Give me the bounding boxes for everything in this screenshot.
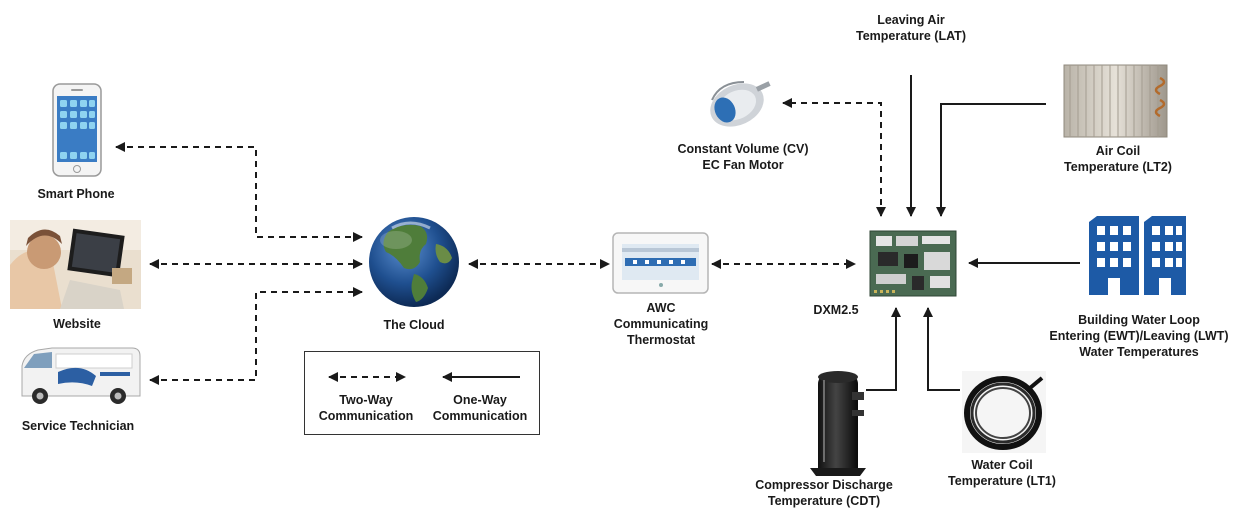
legend-two-way-label: Two-Way Communication xyxy=(318,393,414,423)
connectors xyxy=(115,75,1080,391)
thermostat-label: AWC Communicating Thermostat xyxy=(613,301,709,347)
connector-aircoil-dxm xyxy=(936,103,1046,217)
connector-compressor-dxm xyxy=(866,307,901,391)
water-coil-label: Water Coil Temperature (LT1) xyxy=(948,458,1056,488)
circuit-board-icon xyxy=(869,230,957,297)
water-coil-icon xyxy=(962,371,1046,453)
compressor-label: Compressor Discharge Temperature (CDT) xyxy=(755,478,893,508)
smart-phone-label: Smart Phone xyxy=(37,187,115,201)
service-technician-label: Service Technician xyxy=(21,419,135,433)
website-label: Website xyxy=(53,317,101,331)
computer-user-photo xyxy=(10,220,141,309)
fan-motor-label: Constant Volume (CV) EC Fan Motor xyxy=(677,142,809,172)
service-van-icon xyxy=(21,347,141,404)
globe-icon xyxy=(369,217,459,307)
smartphone-icon xyxy=(52,83,102,177)
legend-box xyxy=(304,351,540,435)
compressor-icon xyxy=(810,371,866,476)
thermostat-icon xyxy=(612,232,709,294)
connector-phone-cloud xyxy=(115,142,363,242)
connector-technician-cloud xyxy=(149,287,363,385)
connector-dxm-fan xyxy=(782,98,886,217)
dxm-label: DXM2.5 xyxy=(813,303,859,317)
building-icon xyxy=(1089,216,1186,295)
air-coil-icon xyxy=(1063,64,1168,138)
lat-label: Leaving Air Temperature (LAT) xyxy=(856,13,966,43)
fan-motor-icon xyxy=(710,81,771,127)
building-loop-label: Building Water Loop Entering (EWT)/Leavi… xyxy=(1049,313,1229,359)
connector-watercoil-dxm xyxy=(923,307,960,391)
legend-one-way-label: One-Way Communication xyxy=(432,393,528,423)
air-coil-label: Air Coil Temperature (LT2) xyxy=(1064,144,1172,174)
cloud-label: The Cloud xyxy=(383,318,445,332)
